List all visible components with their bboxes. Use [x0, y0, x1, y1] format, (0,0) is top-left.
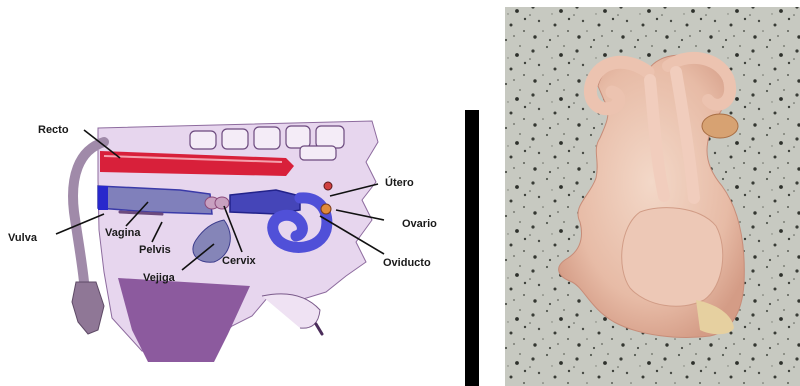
label-cervix: Cervix — [222, 255, 257, 267]
label-utero: Útero — [385, 176, 414, 189]
hind-leg — [118, 278, 250, 362]
label-pelvis: Pelvis — [139, 244, 171, 256]
cervix — [205, 197, 229, 209]
tail-switch — [72, 282, 104, 334]
label-vagina: Vagina — [105, 227, 141, 239]
label-recto: Recto — [38, 124, 69, 136]
udder-outline — [262, 294, 320, 328]
photo-ovary — [702, 114, 738, 138]
vulva — [98, 186, 108, 210]
photo-cervix — [622, 208, 723, 307]
ovary — [321, 204, 331, 214]
vessel — [316, 324, 322, 334]
specimen-photo — [505, 7, 800, 386]
pelvis-bone — [120, 212, 162, 214]
label-vejiga: Vejiga — [143, 272, 176, 284]
oviduct-knot — [324, 182, 332, 190]
divider-bar — [465, 110, 479, 386]
label-oviducto: Oviducto — [383, 257, 431, 269]
label-ovario: Ovario — [402, 218, 437, 230]
label-vulva: Vulva — [8, 232, 38, 244]
